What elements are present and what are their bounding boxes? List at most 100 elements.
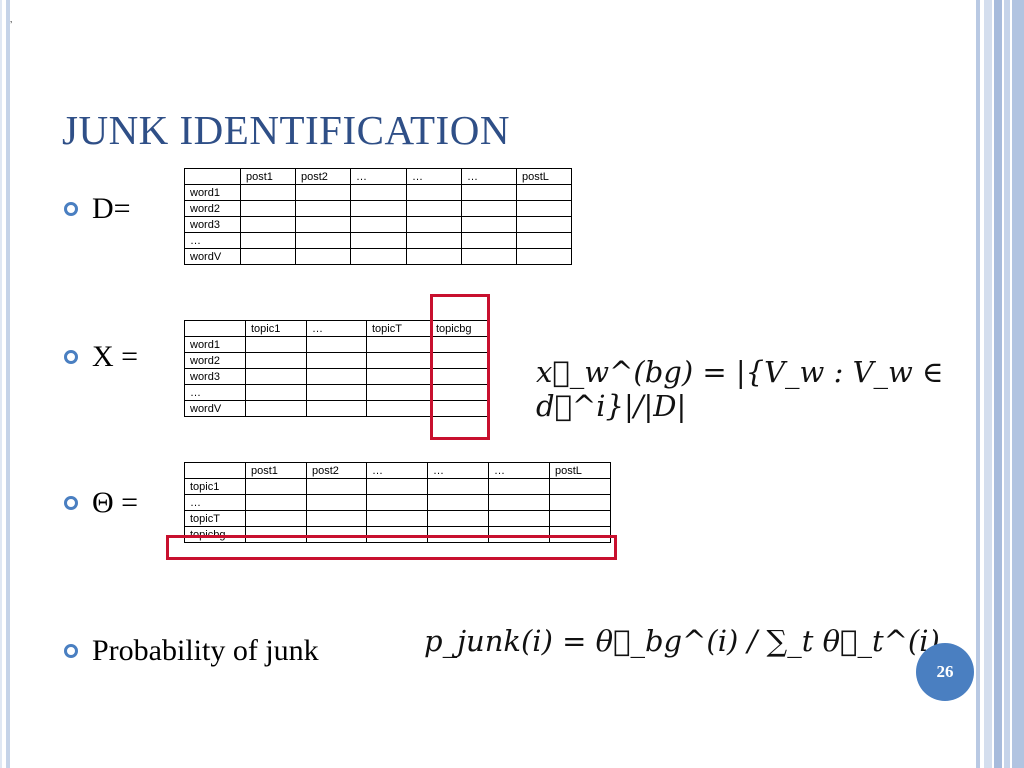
table-cell xyxy=(350,248,407,265)
table-row: word3 xyxy=(184,216,572,233)
bullet-circle-icon xyxy=(64,350,78,364)
table-cell xyxy=(516,184,572,201)
table-cell xyxy=(245,368,307,385)
table-cell xyxy=(240,184,296,201)
column-header: … xyxy=(488,462,550,479)
right-frame-stripe xyxy=(976,0,980,768)
table-cell xyxy=(427,478,489,495)
table-cell xyxy=(306,510,367,527)
table-cell xyxy=(549,526,611,543)
table-cell xyxy=(516,232,572,249)
left-frame xyxy=(6,0,10,768)
row-label: word1 xyxy=(184,336,246,353)
table-cell xyxy=(516,216,572,233)
column-header xyxy=(184,168,241,185)
row-label: … xyxy=(184,384,246,401)
column-header: … xyxy=(366,462,428,479)
table-cell xyxy=(406,232,462,249)
column-header: post1 xyxy=(245,462,307,479)
row-label: … xyxy=(184,232,241,249)
table-cell xyxy=(306,494,367,511)
bullet-theta: Θ = xyxy=(64,486,138,520)
table-cell xyxy=(350,184,407,201)
table-cell xyxy=(240,200,296,217)
table-cell xyxy=(461,216,517,233)
column-header: … xyxy=(427,462,489,479)
table-cell xyxy=(350,232,407,249)
table-cell xyxy=(516,200,572,217)
table-cell xyxy=(306,336,367,353)
table-row: topic1 xyxy=(184,478,611,495)
column-header: topicbg xyxy=(430,320,488,337)
table-cell xyxy=(245,336,307,353)
table-row: word2 xyxy=(184,200,572,217)
table-cell xyxy=(306,384,367,401)
table-cell xyxy=(295,200,351,217)
table-cell xyxy=(516,248,572,265)
table-cell xyxy=(366,384,431,401)
table-cell xyxy=(245,510,307,527)
row-label: word3 xyxy=(184,368,246,385)
table-cell xyxy=(245,400,307,417)
row-label: wordV xyxy=(184,400,246,417)
column-header: topicT xyxy=(366,320,431,337)
row-label: wordV xyxy=(184,248,241,265)
table-cell xyxy=(350,200,407,217)
table-cell xyxy=(427,494,489,511)
table-cell xyxy=(295,248,351,265)
table-cell xyxy=(240,232,296,249)
table-cell xyxy=(406,200,462,217)
table-cell xyxy=(366,478,428,495)
p-junk-formula: p_junk(i) = θ⃗_bg^(i) / ∑_t θ⃗_t^(i) xyxy=(424,624,940,658)
table-row: wordV xyxy=(184,248,572,265)
table-cell xyxy=(295,232,351,249)
row-label: … xyxy=(184,494,246,511)
table-cell xyxy=(549,494,611,511)
column-header: postL xyxy=(516,168,572,185)
left-frame-outer xyxy=(0,0,2,768)
bullet-d: D= xyxy=(64,192,131,226)
column-header xyxy=(184,320,246,337)
column-header xyxy=(184,462,246,479)
column-header: … xyxy=(406,168,462,185)
table-cell xyxy=(461,200,517,217)
table-cell xyxy=(461,184,517,201)
column-header: topic1 xyxy=(245,320,307,337)
table-cell xyxy=(406,248,462,265)
table-cell xyxy=(488,510,550,527)
row-label: word2 xyxy=(184,200,241,217)
bullet-circle-icon xyxy=(64,496,78,510)
table-cell xyxy=(295,216,351,233)
bullet-probability-label: Probability of junk xyxy=(92,634,319,667)
table-cell xyxy=(245,352,307,369)
bullet-x: X = xyxy=(64,340,138,374)
p-junk-formula-text: p_junk(i) = θ⃗_bg^(i) / ∑_t θ⃗_t^(i) xyxy=(424,624,940,658)
table-cell xyxy=(245,478,307,495)
right-frame-stripe xyxy=(1012,0,1024,768)
column-header: … xyxy=(461,168,517,185)
topicbg-column-highlight xyxy=(430,294,490,440)
table-cell xyxy=(366,368,431,385)
topicbg-row-highlight xyxy=(166,535,617,560)
table-cell xyxy=(306,352,367,369)
table-cell xyxy=(366,400,431,417)
table-cell xyxy=(240,216,296,233)
column-header: post1 xyxy=(240,168,296,185)
table-cell xyxy=(366,336,431,353)
right-frame-stripe xyxy=(994,0,1002,768)
row-label: topic1 xyxy=(184,478,246,495)
column-header: postL xyxy=(549,462,611,479)
column-header: post2 xyxy=(306,462,367,479)
column-header: … xyxy=(350,168,407,185)
table-cell xyxy=(295,184,351,201)
table-row: word1 xyxy=(184,184,572,201)
bullet-circle-icon xyxy=(64,202,78,216)
table-cell xyxy=(488,478,550,495)
table-row: wordV xyxy=(184,400,488,417)
table-cell xyxy=(461,232,517,249)
column-header: … xyxy=(306,320,367,337)
table-row: topicT xyxy=(184,510,611,527)
